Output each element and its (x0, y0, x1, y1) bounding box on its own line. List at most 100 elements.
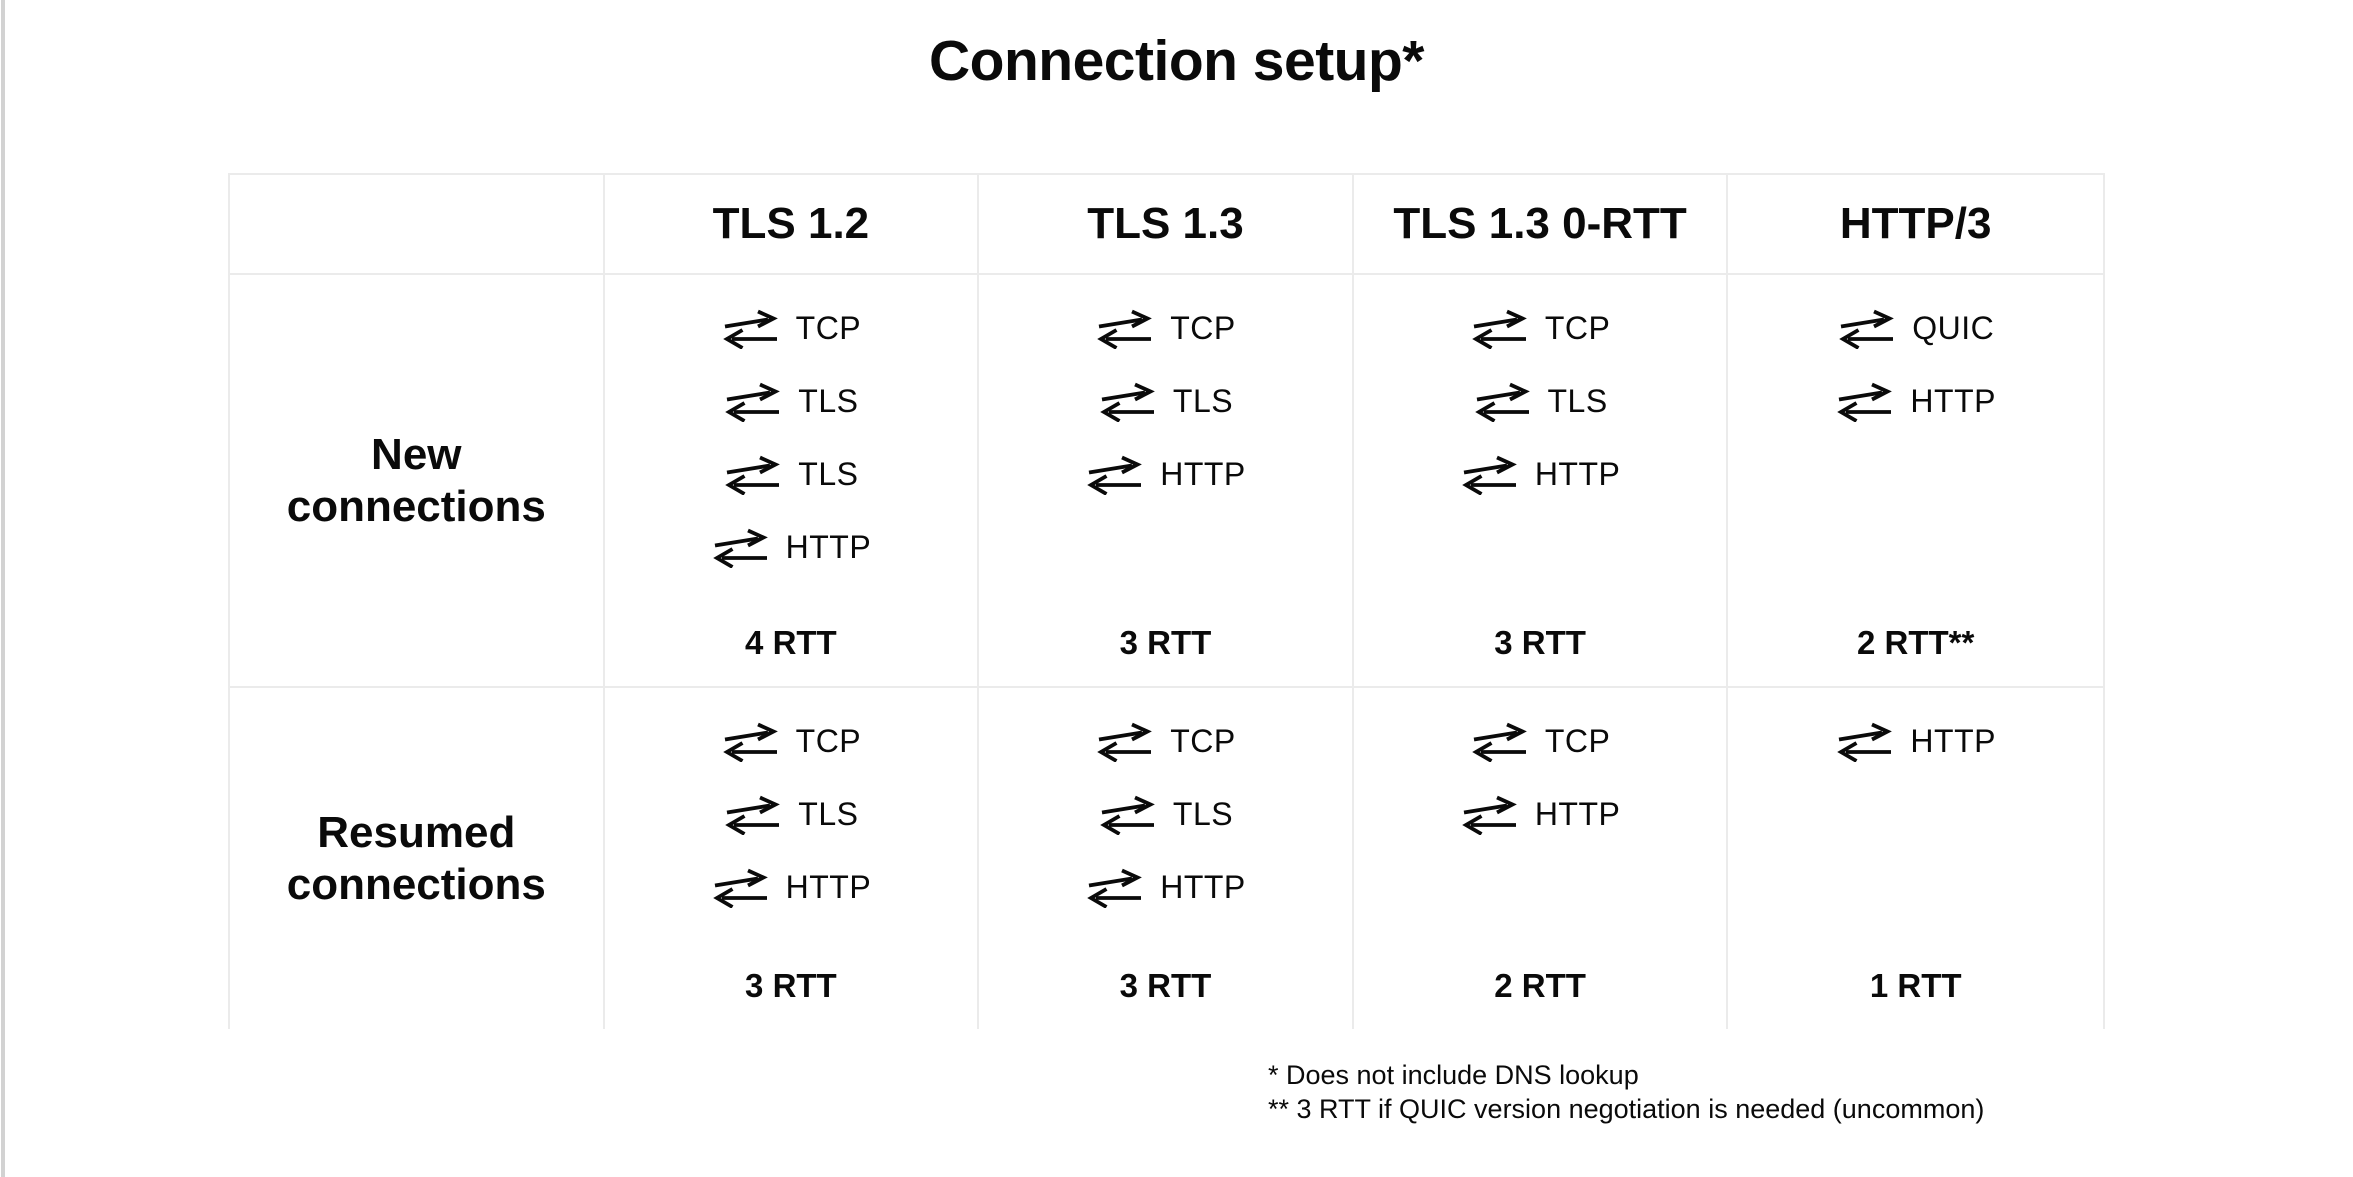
cell-new-http3: QUIC HTTP 2 RTT** (1728, 275, 2103, 688)
protocol-exchange-item: TCP (1095, 705, 1236, 778)
exchange-arrows-icon (1095, 309, 1155, 349)
table-header-tls12: TLS 1.2 (604, 175, 980, 275)
exchange-arrows-icon (1095, 722, 1155, 762)
protocol-label: QUIC (1912, 310, 1995, 346)
rtt-total-label: 1 RTT (1869, 967, 1962, 1004)
protocol-exchange-item: HTTP (1460, 778, 1621, 851)
exchange-arrows-icon (1460, 795, 1520, 835)
rtt-total-label: 3 RTT (1119, 624, 1212, 661)
protocol-label: TLS (798, 796, 859, 832)
exchange-arrows-icon (1460, 455, 1520, 495)
protocol-label: HTTP (1534, 796, 1621, 832)
cell-resumed-http3: HTTP 1 RTT (1728, 688, 2103, 1029)
protocol-exchange-item: HTTP (1085, 438, 1246, 511)
protocol-stack: TCP TLS HTTP (979, 292, 1352, 511)
exchange-arrows-icon (1837, 309, 1897, 349)
cell-new-tls12: TCP TLS TLS HTTP 4 RTT (604, 275, 980, 688)
exchange-arrows-icon (1098, 382, 1158, 422)
protocol-label: TLS (798, 456, 859, 492)
protocol-exchange-item: HTTP (1835, 365, 1996, 438)
connection-setup-table: TLS 1.2 TLS 1.3 TLS 1.3 0-RTT HTTP/3 New… (228, 173, 2105, 1029)
exchange-arrows-icon (711, 868, 771, 908)
protocol-exchange-item: TCP (1470, 705, 1611, 778)
protocol-label: TLS (1172, 796, 1234, 832)
protocol-stack: TCP HTTP (1354, 705, 1727, 851)
protocol-exchange-item: TLS (1473, 365, 1608, 438)
protocol-stack: TCP TLS TLS HTTP (605, 292, 978, 584)
protocol-exchange-item: TLS (723, 778, 858, 851)
protocol-label: TLS (1547, 383, 1608, 419)
row-label-text: Resumed connections (286, 807, 546, 909)
protocol-label: TLS (798, 383, 859, 419)
rtt-total-label: 3 RTT (1119, 967, 1212, 1004)
protocol-exchange-item: TLS (1098, 778, 1233, 851)
cell-resumed-tls13: TCP TLS HTTP 3 RTT (979, 688, 1354, 1029)
protocol-exchange-item: TCP (1095, 292, 1236, 365)
protocol-stack: TCP TLS HTTP (979, 705, 1352, 924)
cell-new-tls13-0rtt: TCP TLS HTTP 3 RTT (1353, 275, 1729, 688)
footnote-dns: * Does not include DNS lookup (1268, 1060, 1639, 1090)
protocol-exchange-item: TLS (1098, 365, 1233, 438)
protocol-label: HTTP (1160, 456, 1246, 492)
protocol-label: TCP (1544, 310, 1611, 346)
exchange-arrows-icon (1085, 868, 1145, 908)
protocol-label: TCP (795, 310, 862, 346)
rtt-total-label: 3 RTT (1494, 624, 1586, 661)
exchange-arrows-icon (1470, 309, 1530, 349)
rtt-total-label: 3 RTT (745, 967, 837, 1004)
protocol-exchange-item: TCP (1470, 292, 1611, 365)
rtt-total-label: 4 RTT (745, 624, 837, 661)
protocol-label: HTTP (1160, 869, 1246, 905)
protocol-label: HTTP (1910, 383, 1996, 419)
cell-resumed-tls12: TCP TLS HTTP 3 RTT (604, 688, 980, 1029)
protocol-exchange-item: HTTP (711, 851, 872, 924)
footnotes: * Does not include DNS lookup ** 3 RTT i… (1268, 1058, 1984, 1126)
protocol-label: HTTP (785, 869, 872, 905)
table-header-empty (230, 175, 605, 275)
protocol-label: TCP (795, 723, 862, 759)
protocol-stack: HTTP (1728, 705, 2103, 778)
exchange-arrows-icon (723, 382, 783, 422)
exchange-arrows-icon (1085, 455, 1145, 495)
cell-resumed-tls13-0rtt: TCP HTTP 2 RTT (1353, 688, 1729, 1029)
protocol-label: TCP (1170, 723, 1236, 759)
footnote-quic-negotiation: ** 3 RTT if QUIC version negotiation is … (1268, 1094, 1985, 1124)
exchange-arrows-icon (723, 795, 783, 835)
protocol-stack: TCP TLS HTTP (605, 705, 978, 924)
row-label-new-connections: New connections (230, 275, 605, 688)
page-left-edge-divider (1, 0, 5, 1177)
row-label-resumed-connections: Resumed connections (230, 688, 605, 1029)
protocol-exchange-item: HTTP (711, 511, 872, 584)
protocol-stack: TCP TLS HTTP (1354, 292, 1727, 511)
exchange-arrows-icon (1098, 795, 1158, 835)
exchange-arrows-icon (1835, 382, 1895, 422)
table-header-tls13: TLS 1.3 (979, 175, 1354, 275)
protocol-exchange-item: TLS (723, 438, 858, 511)
protocol-exchange-item: TCP (721, 292, 862, 365)
protocol-label: TCP (1544, 723, 1611, 759)
protocol-exchange-item: HTTP (1835, 705, 1996, 778)
protocol-label: TLS (1172, 383, 1234, 419)
row-label-text: New connections (286, 429, 546, 531)
protocol-exchange-item: TCP (721, 705, 862, 778)
protocol-label: HTTP (1910, 723, 1996, 759)
page-title: Connection setup* (928, 29, 1425, 93)
exchange-arrows-icon (721, 309, 781, 349)
protocol-exchange-item: QUIC (1837, 292, 1994, 365)
protocol-exchange-item: TLS (723, 365, 858, 438)
protocol-label: HTTP (785, 529, 872, 565)
table-header-tls13-0rtt: TLS 1.3 0-RTT (1353, 175, 1729, 275)
rtt-total-label: 2 RTT (1494, 967, 1586, 1004)
rtt-total-label: 2 RTT** (1857, 624, 1975, 661)
exchange-arrows-icon (1835, 722, 1895, 762)
exchange-arrows-icon (723, 455, 783, 495)
table-header-http3: HTTP/3 (1728, 175, 2103, 275)
protocol-label: HTTP (1534, 456, 1621, 492)
protocol-stack: QUIC HTTP (1728, 292, 2103, 438)
exchange-arrows-icon (1473, 382, 1533, 422)
exchange-arrows-icon (1470, 722, 1530, 762)
protocol-exchange-item: HTTP (1460, 438, 1621, 511)
protocol-exchange-item: HTTP (1085, 851, 1246, 924)
exchange-arrows-icon (711, 528, 771, 568)
